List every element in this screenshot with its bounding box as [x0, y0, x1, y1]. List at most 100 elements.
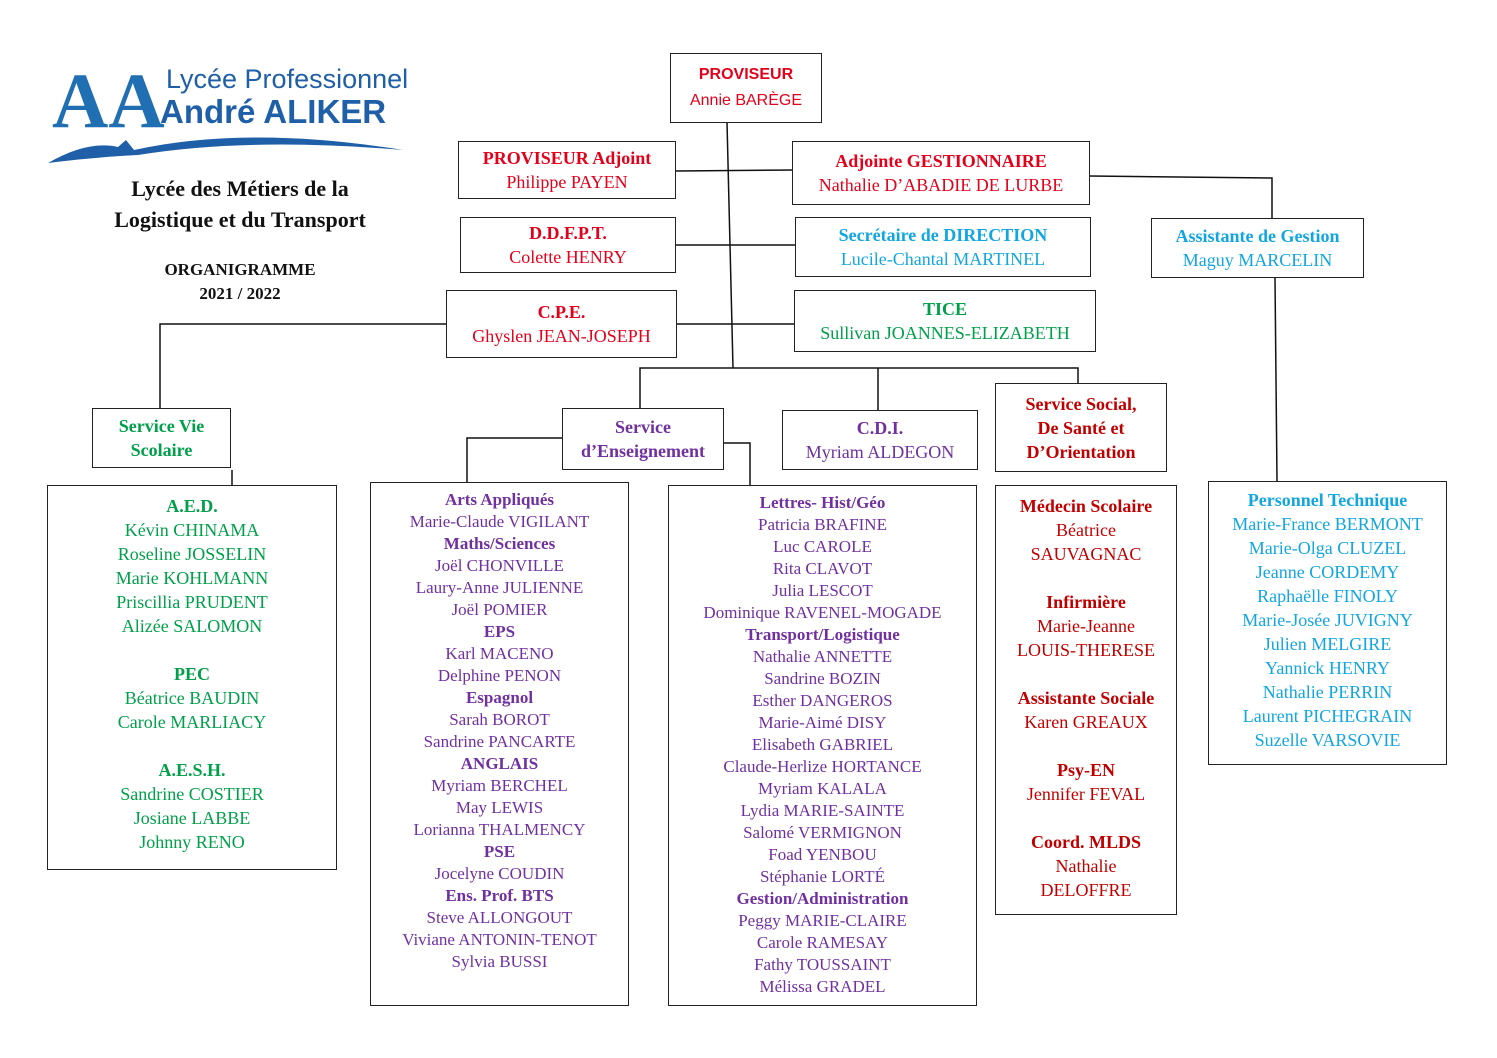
school-logo: AA Lycée Professionnel André ALIKER	[48, 55, 408, 170]
staff-name: Sandrine PANCARTE	[423, 732, 576, 751]
spacer	[48, 734, 336, 758]
spacer	[996, 806, 1176, 830]
staff-name: Dominique RAVENEL-MOGADE	[703, 603, 942, 622]
staff-name: Carole RAMESAY	[756, 933, 889, 952]
service-title: Scolaire	[130, 440, 193, 460]
staff-name: Stéphanie LORTÉ	[759, 867, 886, 886]
person-name: Lucile-Chantal MARTINEL	[840, 249, 1046, 269]
section-heading: A.E.S.H.	[158, 760, 226, 780]
person-name: Annie BARÈGE	[689, 92, 803, 109]
staff-name: Jennifer FEVAL	[1026, 784, 1146, 804]
staff-name: Marie-Josée JUVIGNY	[1242, 610, 1413, 630]
spacer	[48, 638, 336, 662]
staff-name: Patricia BRAFINE	[758, 515, 887, 534]
section-heading: Assistante Sociale	[1017, 688, 1155, 708]
cdi-box: C.D.I. Myriam ALDEGON	[782, 410, 978, 470]
cpe-box: C.P.E. Ghyslen JEAN-JOSEPH	[446, 290, 677, 358]
service-title: De Santé et	[1037, 417, 1125, 438]
staff-name: Josiane LABBE	[133, 808, 251, 828]
staff-name: Salomé VERMIGNON	[743, 823, 902, 842]
staff-name: Alizée SALOMON	[121, 616, 263, 636]
staff-name: Marie-Jeanne	[1037, 616, 1135, 636]
staff-name: Luc CAROLE	[773, 537, 872, 556]
staff-name: Priscillia PRUDENT	[116, 592, 268, 612]
section-heading: Gestion/Administration	[736, 889, 909, 908]
staff-name: Joël POMIER	[451, 600, 548, 619]
staff-name: Jocelyne COUDIN	[434, 864, 565, 883]
staff-name: Sarah BOROT	[449, 710, 550, 729]
section-heading: ANGLAIS	[460, 754, 539, 773]
staff-name: Sylvia BUSSI	[451, 952, 548, 971]
svg-text:AA: AA	[52, 57, 165, 144]
staff-name: SAUVAGNAC	[1030, 544, 1142, 564]
section-heading: PSE	[483, 842, 516, 861]
spacer	[996, 734, 1176, 758]
section-heading: Espagnol	[465, 688, 534, 707]
staff-name: Julia LESCOT	[772, 581, 873, 600]
person-name: Myriam ALDEGON	[805, 442, 955, 462]
staff-name: Myriam KALALA	[758, 779, 887, 798]
staff-name: Johnny RENO	[139, 832, 245, 852]
section-heading: Psy-EN	[1057, 760, 1115, 780]
person-name: Sullivan JOANNES-ELIZABETH	[820, 323, 1070, 343]
subtitle-line-2: Logistique et du Transport	[114, 207, 366, 232]
staff-name: Marie-Claude VIGILANT	[409, 512, 590, 531]
spacer	[996, 566, 1176, 590]
role-title: PROVISEUR	[698, 66, 794, 83]
enseignement-box: Service d’Enseignement	[562, 408, 724, 470]
chart-title: ORGANIGRAMME 2021 / 2022	[60, 258, 420, 306]
title: ORGANIGRAMME	[164, 260, 316, 279]
staff-name: Nathalie ANNETTE	[752, 647, 893, 666]
service-title: Service Vie	[118, 416, 205, 436]
staff-name: Jeanne CORDEMY	[1255, 562, 1400, 582]
staff-name: Sandrine BOZIN	[764, 669, 881, 688]
staff-name: Raphaëlle FINOLY	[1257, 586, 1398, 606]
section-heading: Transport/Logistique	[745, 625, 900, 644]
role-title: C.D.I.	[856, 418, 904, 438]
staff-name: DELOFFRE	[1040, 880, 1132, 900]
staff-name: Nathalie PERRIN	[1262, 682, 1393, 702]
school-year: 2021 / 2022	[199, 284, 281, 303]
section-heading: Ens. Prof. BTS	[445, 886, 554, 905]
staff-name: Steve ALLONGOUT	[426, 908, 573, 927]
staff-name: Laury-Anne JULIENNE	[415, 578, 584, 597]
staff-name: Marie KOHLMANN	[115, 568, 269, 588]
staff-name: Roseline JOSSELIN	[117, 544, 267, 564]
staff-name: Karen GREAUX	[1024, 712, 1148, 732]
gestionnaire-box: Adjointe GESTIONNAIRE Nathalie D’ABADIE …	[792, 141, 1090, 205]
tice-box: TICE Sullivan JOANNES-ELIZABETH	[794, 290, 1096, 352]
staff-name: Mélissa GRADEL	[759, 977, 886, 996]
section-heading: Lettres- Hist/Géo	[759, 493, 886, 512]
staff-name: Lydia MARIE-SAINTE	[740, 801, 905, 820]
svg-text:Lycée Professionnel: Lycée Professionnel	[166, 64, 408, 94]
staff-name: LOUIS-THERESE	[1017, 640, 1155, 660]
staff-name: Suzelle VARSOVIE	[1254, 730, 1401, 750]
subtitle-line-1: Lycée des Métiers de la	[131, 176, 349, 201]
staff-name: Myriam BERCHEL	[431, 776, 568, 795]
staff-name: Claude-Herlize HORTANCE	[723, 757, 922, 776]
staff-name: Foad YENBOU	[768, 845, 877, 864]
service-title: D’Orientation	[1026, 441, 1136, 462]
role-title: C.P.E.	[537, 302, 586, 322]
vie-scolaire-box: Service Vie Scolaire	[92, 408, 231, 468]
role-title: D.D.F.P.T.	[529, 223, 607, 243]
spacer	[996, 662, 1176, 686]
person-name: Philippe PAYEN	[506, 172, 628, 192]
staff-name: Peggy MARIE-CLAIRE	[738, 911, 907, 930]
section-heading: Coord. MLDS	[1030, 832, 1141, 852]
service-title: d’Enseignement	[580, 441, 705, 461]
staff-name: May LEWIS	[455, 798, 544, 817]
staff-name: Delphine PENON	[437, 666, 562, 685]
ddfpt-box: D.D.F.P.T. Colette HENRY	[460, 217, 676, 273]
section-heading: Médecin Scolaire	[1019, 496, 1153, 516]
staff-name: Julien MELGIRE	[1263, 634, 1392, 654]
role-title: Adjointe GESTIONNAIRE	[835, 151, 1047, 171]
staff-name: Yannick HENRY	[1265, 658, 1390, 678]
person-name: Ghyslen JEAN-JOSEPH	[472, 326, 651, 346]
staff-name: Marie-Olga CLUZEL	[1248, 538, 1407, 558]
proviseur-adjoint-box: PROVISEUR Adjoint Philippe PAYEN	[458, 141, 676, 199]
